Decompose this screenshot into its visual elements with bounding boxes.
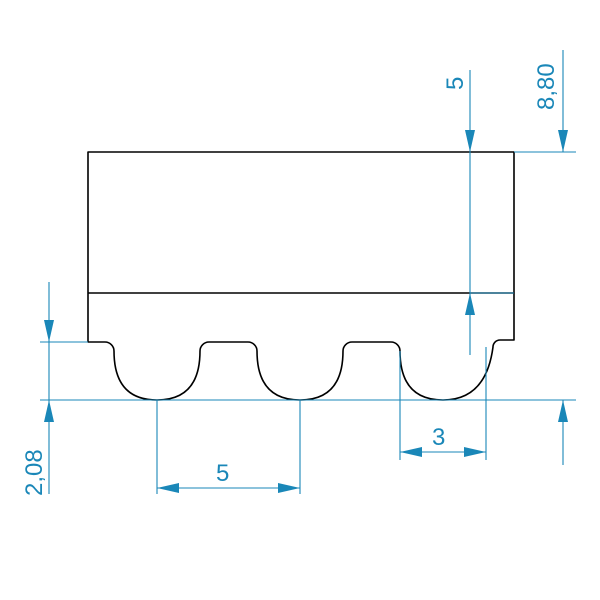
dimension-top-thickness: 5 xyxy=(442,70,475,355)
belt-profile-outline xyxy=(87,151,515,401)
dimension-label-pitch: 5 xyxy=(216,460,229,487)
dimension-label-top-thickness: 5 xyxy=(442,77,469,90)
dimension-label-tooth-height: 2,08 xyxy=(21,449,48,496)
dimension-tooth-width: 3 xyxy=(400,424,486,457)
dimension-tooth-height: 2,08 xyxy=(21,282,54,496)
dimension-label-total-height: 8,80 xyxy=(533,63,560,110)
dimension-total-height: 8,80 xyxy=(533,50,568,465)
dimension-label-tooth-width: 3 xyxy=(432,424,445,451)
dimension-pitch: 5 xyxy=(157,460,300,493)
